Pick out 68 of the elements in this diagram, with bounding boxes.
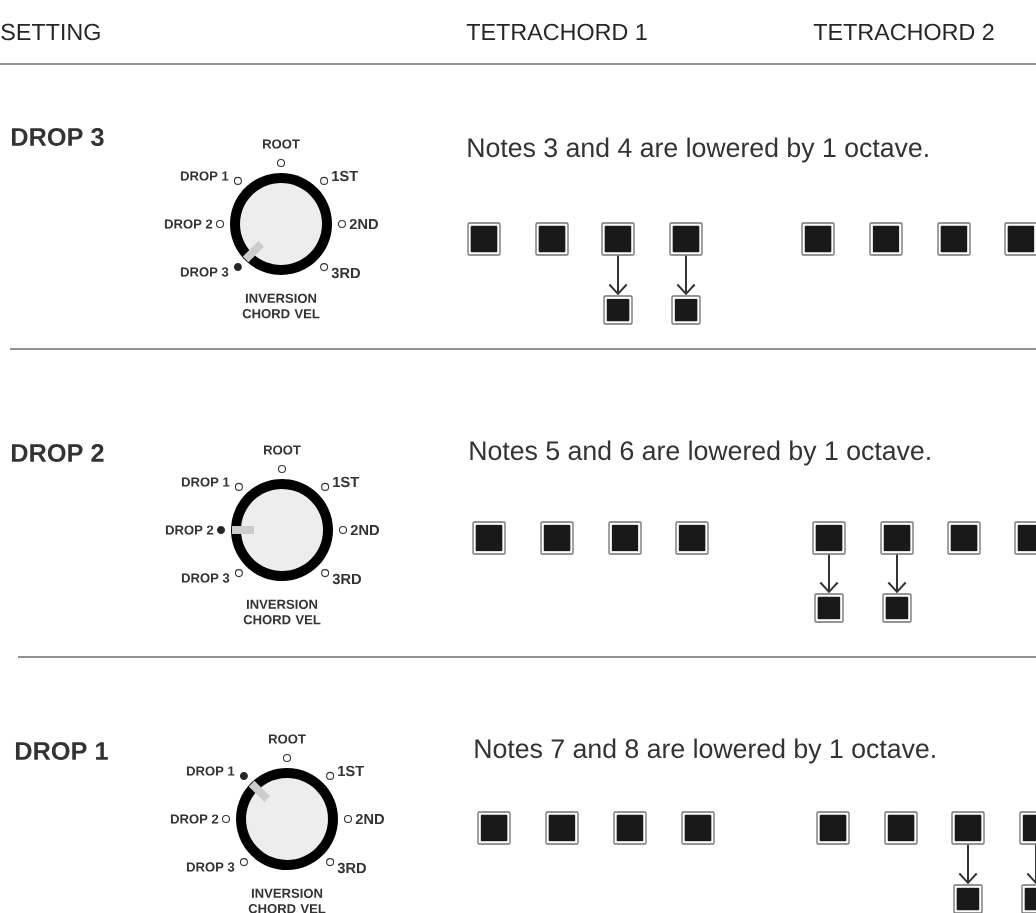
note-box bbox=[951, 811, 985, 845]
knob-label: 1ST bbox=[333, 476, 359, 488]
instruction-text: Notes 7 and 8 are lowered by 1 octave. bbox=[475, 738, 935, 764]
note-box bbox=[603, 295, 633, 325]
note-box bbox=[472, 521, 506, 555]
knob-label: INVERSION CHORD VEL bbox=[248, 888, 326, 913]
note-box bbox=[1019, 811, 1036, 845]
note-box bbox=[1004, 222, 1036, 256]
arrow bbox=[608, 254, 628, 296]
note-box bbox=[953, 884, 983, 913]
knob-label: 1ST bbox=[338, 765, 364, 777]
note-box bbox=[1021, 884, 1036, 913]
knob-label: 2ND bbox=[350, 524, 379, 536]
column-header: SETTING bbox=[1, 23, 100, 41]
note-box bbox=[535, 222, 569, 256]
note-box bbox=[467, 222, 501, 256]
setting-name: DROP 2 bbox=[11, 444, 104, 462]
note-box bbox=[812, 521, 846, 555]
arrow bbox=[819, 553, 839, 594]
note-box bbox=[816, 811, 850, 845]
knob-label: 2ND bbox=[349, 218, 378, 230]
arrow bbox=[958, 843, 978, 885]
knob-label: DROP 1 bbox=[186, 766, 235, 776]
note-box bbox=[869, 222, 903, 256]
instruction-text: Notes 5 and 6 are lowered by 1 octave. bbox=[470, 440, 930, 466]
knob-label: INVERSION CHORD VEL bbox=[242, 293, 320, 319]
knob-label: 2ND bbox=[355, 813, 384, 825]
knob-label: DROP 3 bbox=[181, 573, 230, 583]
knob-label: 3RD bbox=[331, 267, 360, 279]
setting-name: DROP 3 bbox=[11, 128, 104, 146]
knob-label: DROP 2 bbox=[170, 814, 219, 824]
note-box bbox=[540, 521, 574, 555]
note-box bbox=[880, 521, 914, 555]
note-box bbox=[947, 521, 981, 555]
setting-name: DROP 1 bbox=[15, 742, 108, 760]
knob-label: 1ST bbox=[332, 170, 358, 182]
arrow bbox=[676, 254, 696, 296]
note-box bbox=[601, 222, 635, 256]
knob-label: INVERSION CHORD VEL bbox=[243, 599, 321, 625]
note-box bbox=[681, 811, 715, 845]
knob-label: DROP 3 bbox=[186, 862, 235, 872]
note-box bbox=[608, 521, 642, 555]
note-box bbox=[882, 593, 912, 623]
column-header: TETRACHORD 2 bbox=[813, 23, 994, 41]
knob-label: ROOT bbox=[269, 734, 306, 744]
note-box bbox=[801, 222, 835, 256]
knob-label: DROP 2 bbox=[165, 525, 214, 535]
knob-label: DROP 1 bbox=[180, 171, 229, 181]
note-box bbox=[671, 295, 701, 325]
knob-label: ROOT bbox=[263, 139, 300, 149]
knob-label: DROP 1 bbox=[181, 477, 230, 487]
note-box bbox=[884, 811, 918, 845]
knob-label: 3RD bbox=[337, 862, 366, 874]
instruction-text: Notes 3 and 4 are lowered by 1 octave. bbox=[468, 137, 928, 163]
note-box bbox=[613, 811, 647, 845]
knob-label: ROOT bbox=[264, 445, 301, 455]
note-box bbox=[1014, 521, 1036, 555]
note-box bbox=[545, 811, 579, 845]
note-box bbox=[669, 222, 703, 256]
note-box bbox=[814, 593, 844, 623]
note-box bbox=[477, 811, 511, 845]
arrow bbox=[887, 553, 907, 594]
note-box bbox=[675, 521, 709, 555]
knob-label: DROP 2 bbox=[164, 219, 213, 229]
knob-label: DROP 3 bbox=[180, 267, 229, 277]
column-header: TETRACHORD 1 bbox=[466, 23, 647, 41]
note-box bbox=[937, 222, 971, 256]
knob-label: 3RD bbox=[332, 573, 361, 585]
